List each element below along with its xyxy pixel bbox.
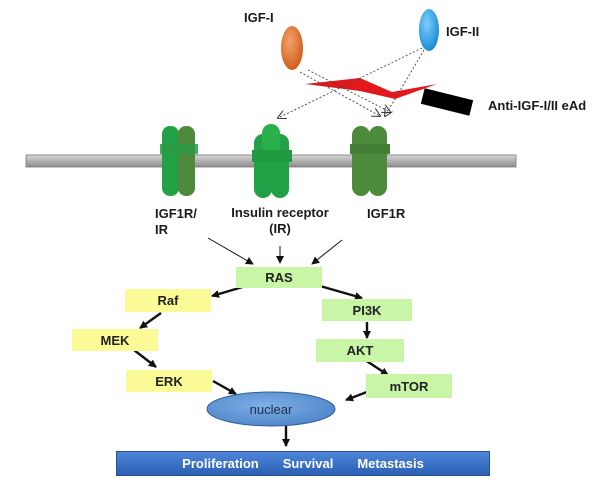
- akt-box: AKT: [316, 339, 404, 362]
- outcome-survival: Survival: [282, 456, 334, 471]
- outcome-metastasis: Metastasis: [357, 456, 424, 471]
- receptor-to-ras-arrows: [207, 237, 343, 265]
- igf1-label: IGF-I: [244, 10, 274, 25]
- igf2-ligand: [419, 9, 439, 51]
- ras-box: RAS: [236, 267, 322, 288]
- insulin-receptor-label: Insulin receptor (IR): [231, 205, 329, 236]
- antibody-label: Anti-IGF-I/II eAd: [488, 98, 587, 113]
- nucleus: [206, 391, 336, 427]
- pi3k-box: PI3K: [322, 299, 412, 321]
- igf1r-label: IGF1R: [367, 206, 406, 221]
- antibody-black-bar: [420, 88, 474, 116]
- receptor-igf1r-ir: [160, 126, 198, 196]
- ligand-binding-arrows: [278, 47, 425, 118]
- outcomes-bar: Proliferation Survival Metastasis: [116, 451, 490, 476]
- erk-box: ERK: [126, 370, 212, 392]
- receptor-igf1r: [350, 126, 390, 196]
- igf2-label: IGF-II: [446, 24, 480, 39]
- igf1-ligand: [281, 26, 303, 70]
- raf-box: Raf: [125, 289, 211, 312]
- receptor-insulin: [252, 124, 292, 198]
- mtor-box: mTOR: [366, 374, 452, 398]
- mek-box: MEK: [72, 329, 158, 351]
- igf1r-ir-label: IGF1R/ IR: [155, 206, 197, 237]
- nucleus-label: nuclear: [249, 401, 293, 417]
- outcome-proliferation: Proliferation: [182, 456, 259, 471]
- antibody-red-bolt: [305, 78, 437, 99]
